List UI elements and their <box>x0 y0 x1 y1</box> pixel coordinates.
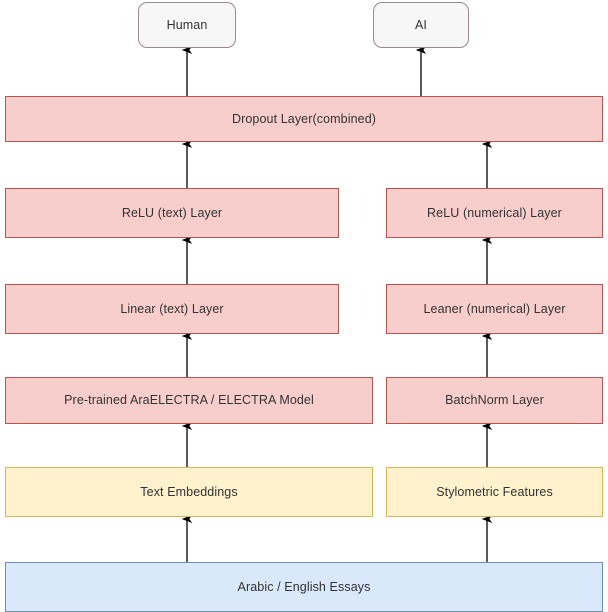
node-leaner_num[interactable]: Leaner (numerical) Layer <box>386 284 603 334</box>
node-label-stylometric: Stylometric Features <box>436 484 553 499</box>
node-label-text_embed: Text Embeddings <box>140 484 238 499</box>
node-label-relu_num: ReLU (numerical) Layer <box>427 205 562 220</box>
node-human[interactable]: Human <box>138 2 236 48</box>
node-label-ai: AI <box>414 17 427 32</box>
node-label-dropout: Dropout Layer(combined) <box>231 111 377 126</box>
node-label-essays: Arabic / English Essays <box>237 579 371 594</box>
node-label-leaner_num: Leaner (numerical) Layer <box>423 301 566 316</box>
node-relu_num[interactable]: ReLU (numerical) Layer <box>386 188 603 238</box>
node-label-linear_text: Linear (text) Layer <box>120 301 224 316</box>
node-linear_text[interactable]: Linear (text) Layer <box>5 284 339 334</box>
node-stylometric[interactable]: Stylometric Features <box>386 467 603 517</box>
node-essays[interactable]: Arabic / English Essays <box>5 562 603 612</box>
node-label-electra: Pre-trained AraELECTRA / ELECTRA Model <box>64 393 314 407</box>
node-label-human: Human <box>166 17 208 32</box>
node-dropout[interactable]: Dropout Layer(combined) <box>5 96 603 142</box>
node-ai[interactable]: AI <box>373 2 469 48</box>
node-label-relu_text: ReLU (text) Layer <box>121 205 223 220</box>
node-electra[interactable]: Pre-trained AraELECTRA / ELECTRA Model <box>5 377 373 424</box>
node-text_embed[interactable]: Text Embeddings <box>5 467 373 517</box>
node-batchnorm[interactable]: BatchNorm Layer <box>386 377 603 424</box>
node-label-batchnorm: BatchNorm Layer <box>445 393 544 407</box>
node-relu_text[interactable]: ReLU (text) Layer <box>5 188 339 238</box>
